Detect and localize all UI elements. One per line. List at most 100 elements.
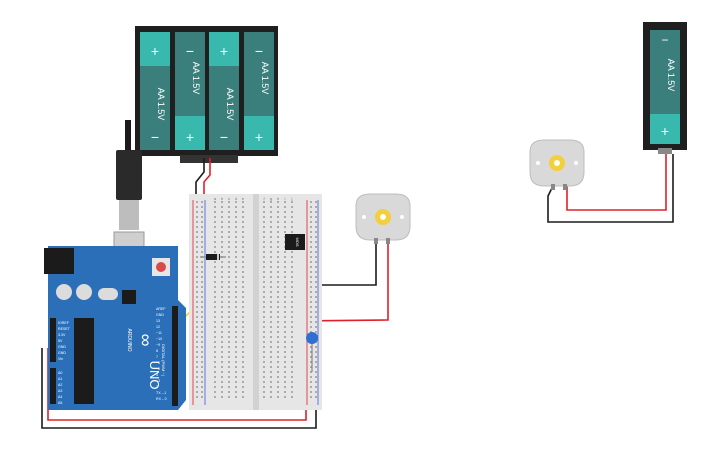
terminal-hole	[284, 271, 286, 273]
diode[interactable]	[200, 254, 226, 260]
dc-motor-right[interactable]	[529, 139, 585, 190]
pin-label: RESET	[58, 327, 71, 331]
terminal-hole	[221, 261, 223, 263]
capacitor-blue[interactable]	[306, 332, 318, 372]
terminal-hole	[235, 316, 237, 318]
rail-hole	[196, 246, 198, 248]
rail-hole	[201, 311, 203, 313]
column-letter: b	[221, 196, 224, 201]
terminal-hole	[263, 201, 265, 203]
battery-cell-cap	[140, 32, 170, 66]
terminal-hole	[235, 376, 237, 378]
terminal-hole	[284, 356, 286, 358]
terminal-hole	[277, 271, 279, 273]
rail-hole	[315, 241, 317, 243]
wire-pack-black[interactable]	[195, 158, 205, 205]
terminal-hole	[270, 321, 272, 323]
rail-hole	[310, 216, 312, 218]
single-battery-plus: +	[661, 123, 669, 139]
terminal-hole	[284, 351, 286, 353]
terminal-hole	[284, 396, 286, 398]
terminal-hole	[270, 271, 272, 273]
terminal-hole	[235, 291, 237, 293]
rail-hole	[310, 371, 312, 373]
column-letter: a	[214, 196, 217, 201]
rail-hole	[201, 291, 203, 293]
rail-hole	[196, 306, 198, 308]
battery-cell[interactable]: +−AA 1.5V	[140, 32, 170, 150]
terminal-hole	[235, 296, 237, 298]
battery-cell[interactable]: −+AA 1.5V	[175, 32, 205, 150]
terminal-hole	[277, 261, 279, 263]
rail-hole	[310, 306, 312, 308]
battery-pack-4aa[interactable]: +−AA 1.5V−+AA 1.5V+−AA 1.5V−+AA 1.5V	[135, 26, 278, 163]
battery-cell[interactable]: −+AA 1.5V	[244, 32, 274, 150]
rail-hole	[310, 251, 312, 253]
terminal-hole	[291, 281, 293, 283]
terminal-hole	[235, 211, 237, 213]
terminal-hole	[242, 341, 244, 343]
battery-single-aa[interactable]: − + AA 1.5V	[643, 22, 687, 154]
rail-hole	[201, 396, 203, 398]
rail-hole	[310, 281, 312, 283]
terminal-hole	[284, 261, 286, 263]
arduino-uno[interactable]: ∞ UNO ARDUINO DIGITAL (PWM ~) IOREFRESET…	[44, 246, 186, 410]
terminal-hole	[291, 221, 293, 223]
terminal-hole	[270, 231, 272, 233]
terminal-hole	[228, 351, 230, 353]
wire-right-red[interactable]	[566, 154, 667, 211]
terminal-hole	[263, 206, 265, 208]
terminal-hole	[270, 316, 272, 318]
rail-hole	[310, 206, 312, 208]
terminal-hole	[284, 321, 286, 323]
terminal-hole	[235, 266, 237, 268]
terminal-hole	[214, 296, 216, 298]
terminal-hole	[228, 286, 230, 288]
rail-hole	[310, 241, 312, 243]
rail-hole	[315, 291, 317, 293]
rail-hole	[201, 226, 203, 228]
terminal-hole	[228, 326, 230, 328]
rail-hole	[315, 311, 317, 313]
terminal-hole	[228, 321, 230, 323]
single-battery-minus: −	[661, 33, 668, 47]
motor-left-shaft	[380, 214, 386, 220]
terminal-hole	[263, 276, 265, 278]
rail-hole	[201, 216, 203, 218]
rail-hole	[201, 301, 203, 303]
terminal-hole	[221, 346, 223, 348]
terminal-hole	[242, 331, 244, 333]
terminal-hole	[242, 206, 244, 208]
rail-hole	[201, 386, 203, 388]
rail-hole	[196, 301, 198, 303]
terminal-hole	[214, 226, 216, 228]
battery-cell-label: AA 1.5V	[191, 62, 201, 95]
battery-cell-cap	[175, 116, 205, 150]
battery-cell[interactable]: +−AA 1.5V	[209, 32, 239, 150]
terminal-hole	[277, 246, 279, 248]
rail-hole	[310, 396, 312, 398]
terminal-hole	[214, 201, 216, 203]
wire-pack-red[interactable]	[203, 158, 211, 205]
transistor-ic[interactable]: MOS	[285, 234, 305, 250]
rail-hole	[310, 366, 312, 368]
terminal-hole	[228, 361, 230, 363]
rail-hole	[310, 331, 312, 333]
pin-label: 7	[156, 355, 158, 359]
terminal-hole	[214, 216, 216, 218]
wire-right-black[interactable]	[547, 154, 674, 223]
rail-hole	[310, 386, 312, 388]
pin-label: ~11	[156, 331, 162, 335]
single-battery-terminal	[658, 148, 672, 154]
dc-motor-left[interactable]	[355, 193, 411, 244]
terminal-hole	[291, 356, 293, 358]
rail-hole	[315, 386, 317, 388]
terminal-hole	[263, 271, 265, 273]
rail-hole	[196, 316, 198, 318]
digital-header	[172, 306, 178, 406]
terminal-hole	[214, 366, 216, 368]
terminal-hole	[291, 381, 293, 383]
terminal-hole	[242, 386, 244, 388]
